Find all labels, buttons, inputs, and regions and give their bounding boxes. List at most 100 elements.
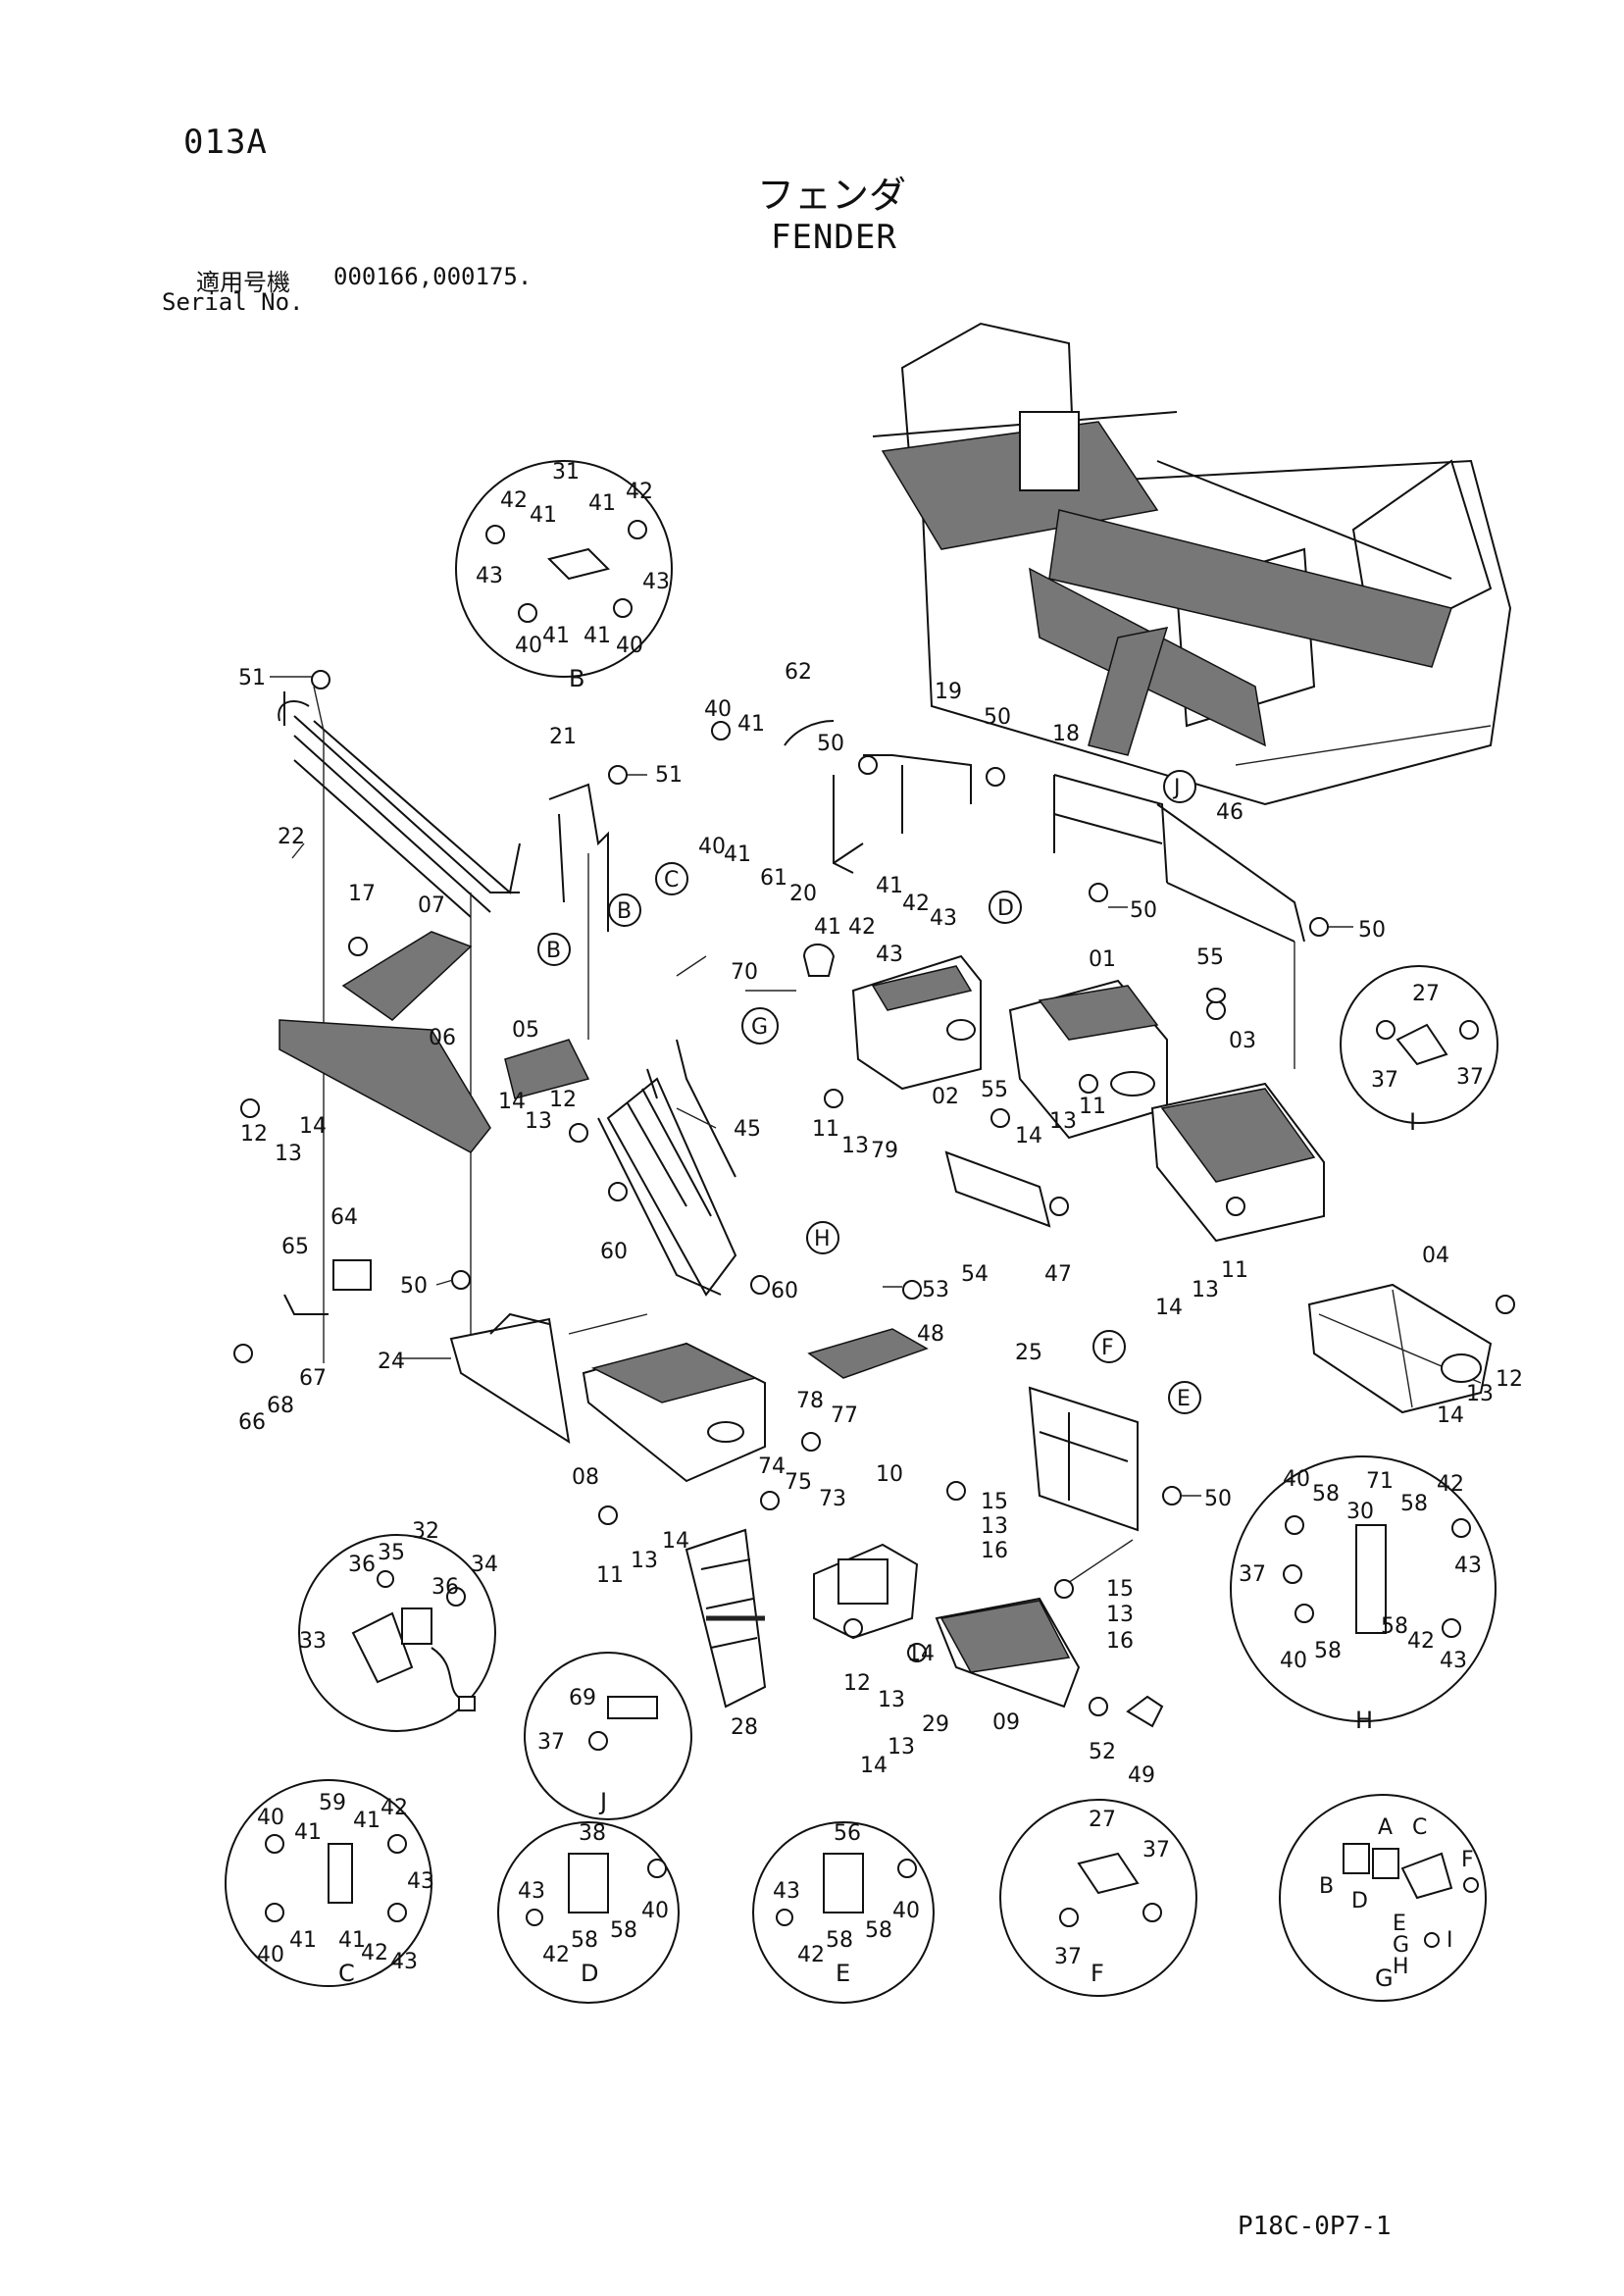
callout-40: 40 xyxy=(704,697,732,722)
part-frame-04 xyxy=(1307,1283,1493,1414)
detail-callout-label: D xyxy=(1351,1889,1368,1913)
callout-13: 13 xyxy=(275,1142,302,1166)
callout-06: 06 xyxy=(429,1026,456,1050)
part-frame-19-20 xyxy=(784,720,972,874)
detail-view-d: 38 43 42 58 58 40 D xyxy=(497,1821,680,2004)
detail-callout-label: 40 xyxy=(641,1899,669,1923)
callout-17: 17 xyxy=(348,882,376,906)
callout-11: 11 xyxy=(812,1117,839,1142)
callout-46: 46 xyxy=(1216,800,1243,825)
detail-callout-label: 40 xyxy=(1280,1649,1307,1673)
detail-callout-label: 42 xyxy=(797,1943,825,1967)
callout-40: 40 xyxy=(698,835,726,859)
ref-letter-d: D xyxy=(997,896,1014,921)
callout-61: 61 xyxy=(760,866,787,891)
detail-view-c: 40 59 41 42 41 43 40 41 41 42 43 C xyxy=(225,1779,434,1987)
detail-callout-label: 43 xyxy=(518,1879,545,1904)
part-stairway-45 xyxy=(597,1039,737,1297)
callout-13: 13 xyxy=(631,1549,658,1573)
callout-11: 11 xyxy=(1079,1095,1106,1119)
callout-50: 50 xyxy=(400,1274,428,1299)
detail-callout-label: I xyxy=(1446,1928,1453,1953)
callout-11: 11 xyxy=(1221,1258,1248,1283)
detail-callout-label: F xyxy=(1461,1848,1474,1872)
callout-14: 14 xyxy=(860,1754,888,1778)
detail-view-f: 27 37 37 F xyxy=(999,1799,1197,1997)
detail-view-i: 27 37 37 I xyxy=(1340,965,1498,1136)
callout-20: 20 xyxy=(789,882,817,906)
callout-19: 19 xyxy=(935,680,962,704)
detail-callout-label: 31 xyxy=(552,460,580,485)
callout-03: 03 xyxy=(1229,1029,1256,1053)
serial-label-english: Serial No. xyxy=(162,288,304,316)
callout-77: 77 xyxy=(831,1403,858,1428)
callout-51: 51 xyxy=(238,666,266,690)
part-grating-48 xyxy=(807,1328,929,1379)
callout-02: 02 xyxy=(932,1085,959,1109)
detail-callout-label: 58 xyxy=(610,1918,637,1943)
callout-12: 12 xyxy=(843,1671,871,1696)
callout-14: 14 xyxy=(1437,1403,1464,1428)
detail-view-b: 31 42 41 41 42 43 43 40 41 41 40 B xyxy=(455,460,673,692)
callout-41: 41 xyxy=(737,712,765,737)
ref-letter-e: E xyxy=(1177,1387,1191,1411)
callout-42: 42 xyxy=(902,892,930,916)
detail-callout-label: 42 xyxy=(1437,1472,1464,1497)
callout-13: 13 xyxy=(1106,1603,1134,1627)
detail-label-h: H xyxy=(1355,1707,1373,1734)
part-bracket-49 xyxy=(1126,1695,1164,1728)
detail-label-c: C xyxy=(338,1960,355,1987)
detail-callout-label: G xyxy=(1393,1933,1409,1958)
detail-callout-label: 40 xyxy=(257,1806,284,1830)
part-fender-01 xyxy=(1008,979,1168,1140)
callout-78: 78 xyxy=(796,1389,824,1413)
callout-18: 18 xyxy=(1052,722,1080,746)
callout-13: 13 xyxy=(841,1134,869,1158)
detail-callout-label: 37 xyxy=(1371,1068,1398,1093)
callout-41: 41 xyxy=(814,915,841,940)
reference-bubbles xyxy=(537,770,1201,1414)
ref-letter-h: H xyxy=(814,1227,831,1251)
detail-callout-label: 58 xyxy=(1312,1482,1340,1506)
part-step-07 xyxy=(341,931,473,1021)
part-bracket-21 xyxy=(548,783,609,1040)
part-handrail-18-46 xyxy=(1053,774,1305,1069)
detail-callout-label: 56 xyxy=(834,1821,861,1846)
detail-callout-label: 58 xyxy=(1400,1492,1428,1516)
serial-label-japanese: 適用号機 xyxy=(196,269,290,296)
detail-callout-label: 41 xyxy=(530,503,557,528)
callout-68: 68 xyxy=(267,1394,294,1418)
callout-50: 50 xyxy=(1358,918,1386,943)
detail-view-j: 69 37 J xyxy=(524,1652,692,1820)
detail-callout-label: 36 xyxy=(348,1553,376,1577)
detail-view-g: A C B D F E G H I G xyxy=(1279,1794,1487,2002)
callout-16: 16 xyxy=(1106,1629,1134,1654)
detail-callout-label: 43 xyxy=(476,564,503,588)
callout-51: 51 xyxy=(655,763,683,788)
callout-79: 79 xyxy=(871,1139,898,1163)
reference-letters: B B C D G H J F E xyxy=(546,776,1191,1411)
callout-60: 60 xyxy=(771,1279,798,1303)
detail-callout-label: 42 xyxy=(361,1941,388,1965)
part-callout-numbers: 51 22 17 07 06 05 12 13 14 14 13 12 21 5… xyxy=(238,660,1523,1788)
detail-callout-label: 58 xyxy=(865,1918,892,1943)
detail-label-j: J xyxy=(598,1788,607,1815)
callout-13: 13 xyxy=(525,1109,552,1134)
detail-callout-label: 41 xyxy=(542,624,570,648)
ref-letter-g: G xyxy=(751,1015,768,1040)
callout-66: 66 xyxy=(238,1410,266,1435)
callout-50: 50 xyxy=(1130,898,1157,923)
ref-letter-c: C xyxy=(664,868,679,893)
detail-label-e: E xyxy=(836,1960,850,1987)
detail-callout-label: 27 xyxy=(1412,982,1440,1006)
title-english: FENDER xyxy=(771,218,897,257)
callout-12: 12 xyxy=(549,1088,577,1112)
callout-47: 47 xyxy=(1044,1262,1072,1287)
detail-callout-label: 42 xyxy=(1407,1629,1435,1654)
detail-label-d: D xyxy=(581,1960,598,1987)
callout-14: 14 xyxy=(1015,1124,1042,1148)
detail-callout-label: 42 xyxy=(381,1796,408,1820)
part-step-05 xyxy=(504,1039,590,1099)
detail-callout-label: 40 xyxy=(892,1899,920,1923)
callout-16: 16 xyxy=(981,1539,1008,1563)
